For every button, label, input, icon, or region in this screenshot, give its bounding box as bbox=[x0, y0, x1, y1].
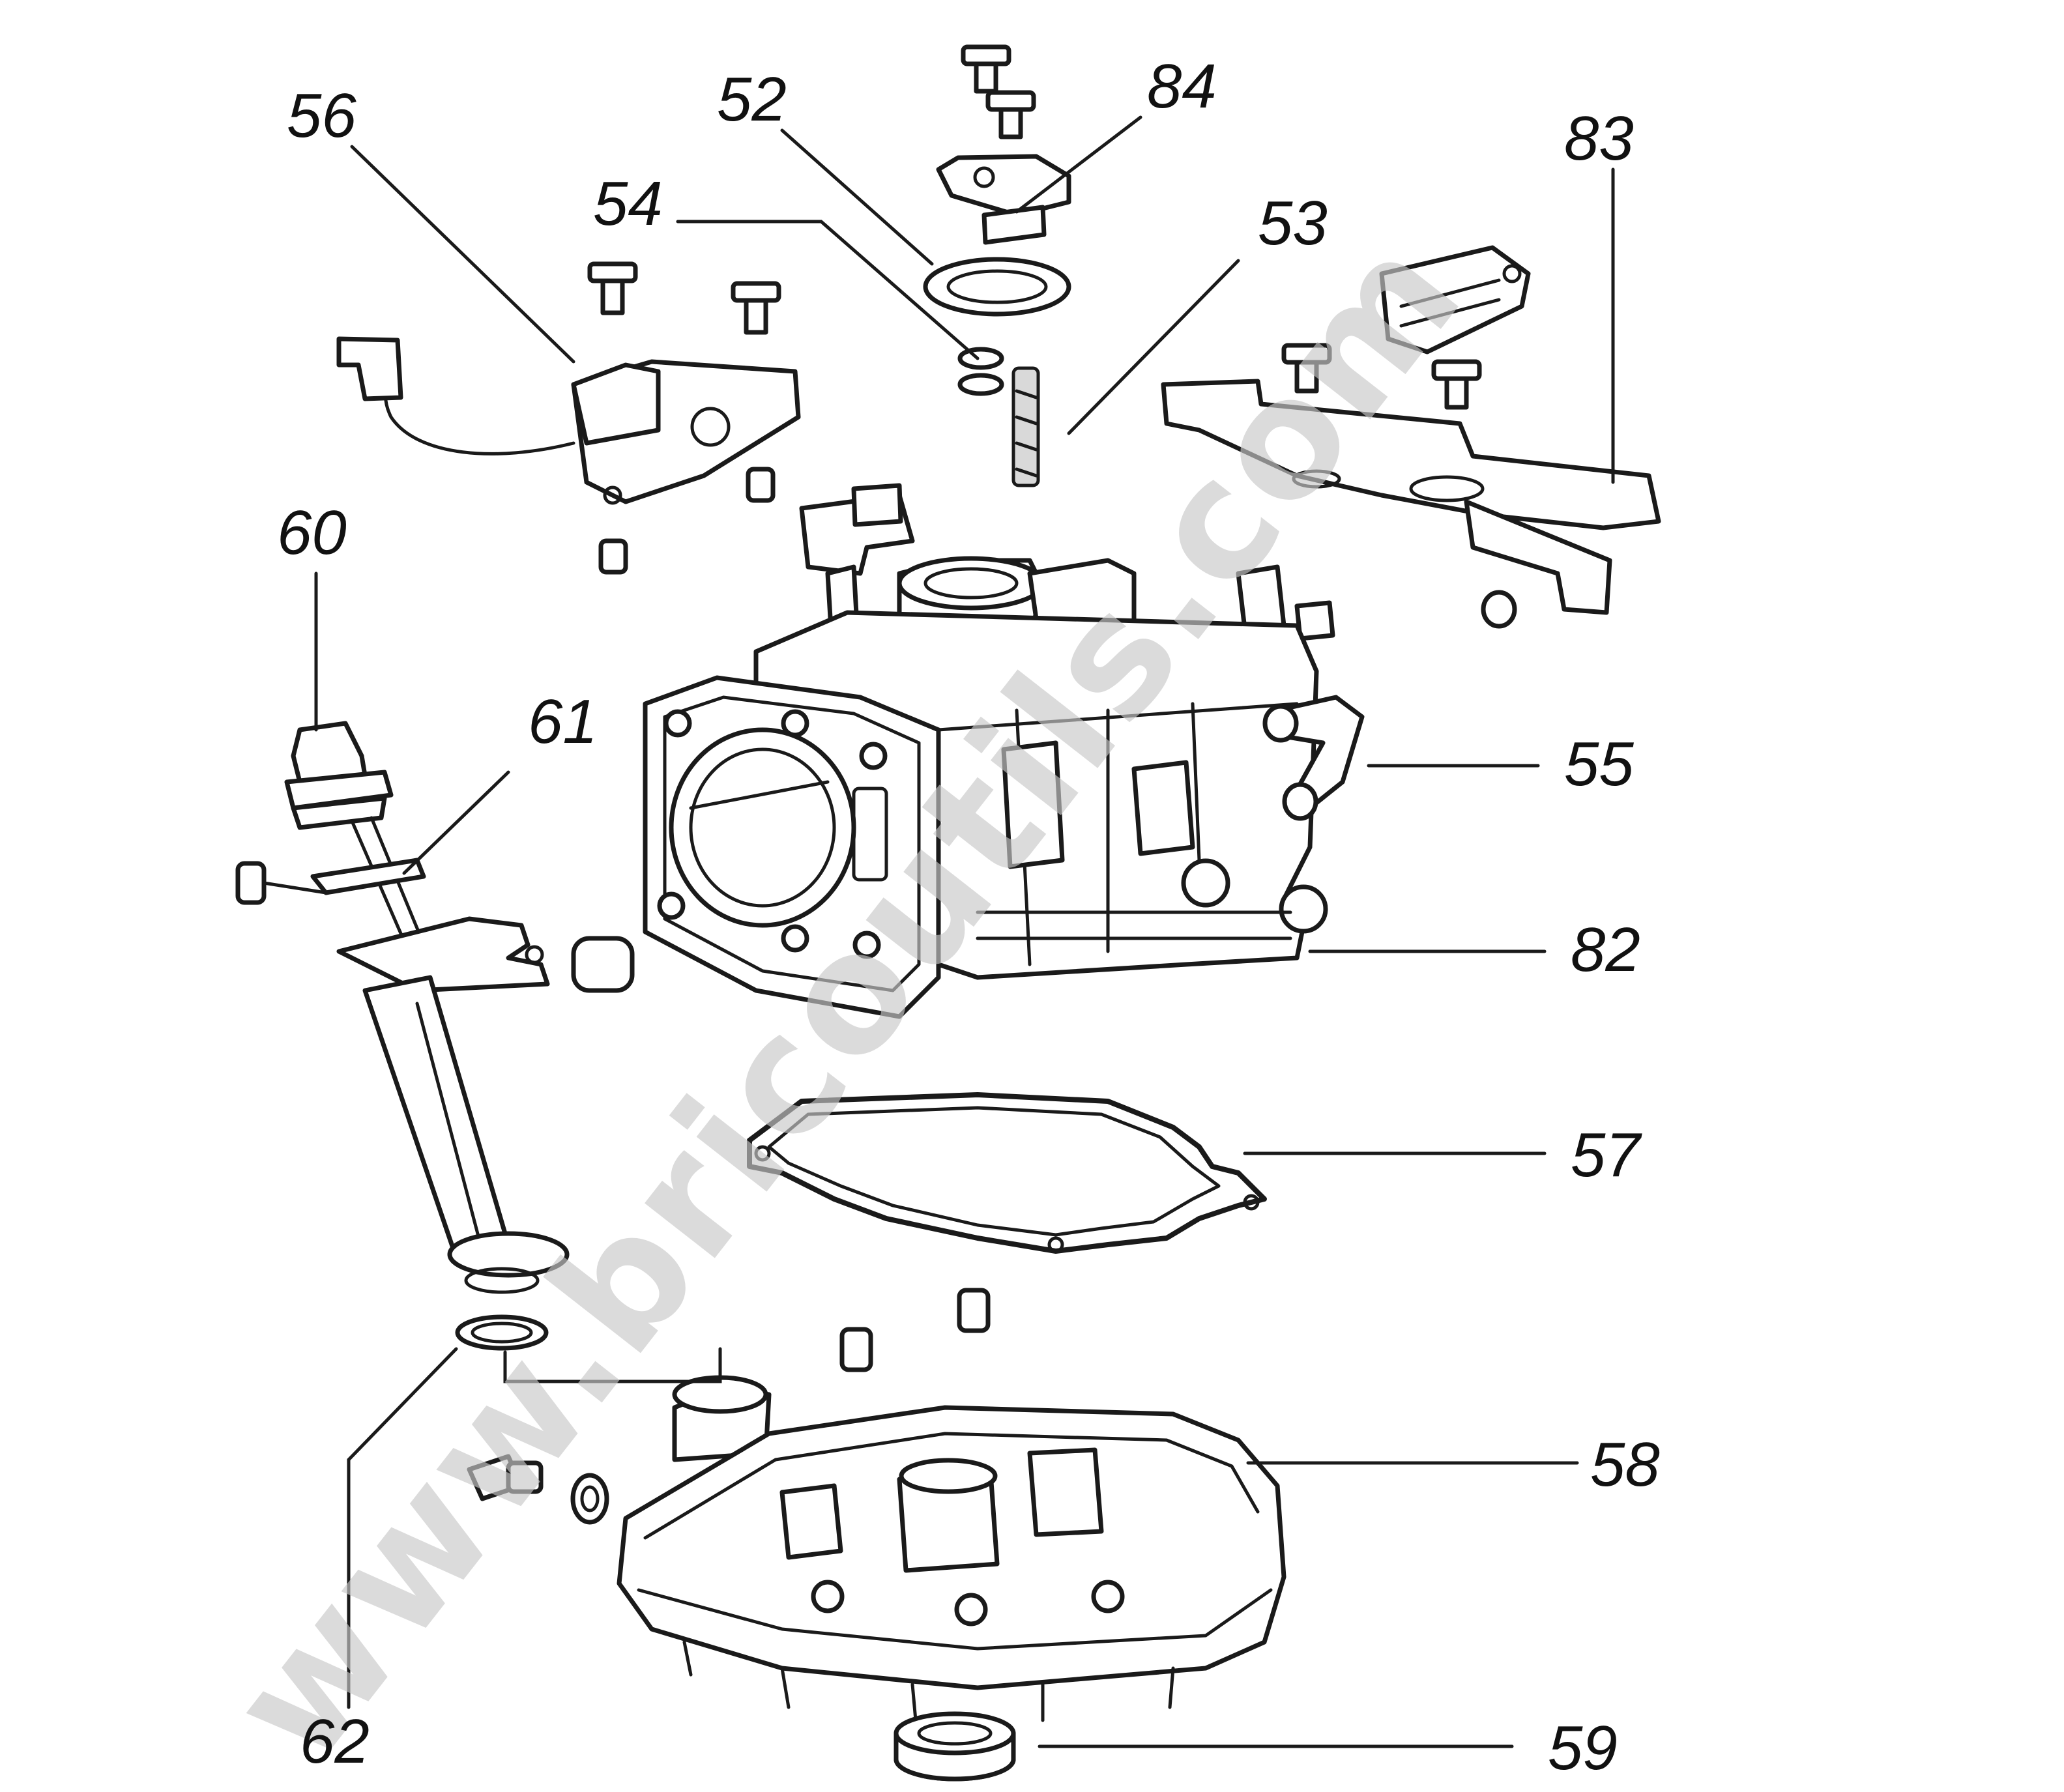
leader-56 bbox=[350, 145, 575, 364]
callout-58: 58 bbox=[1590, 1430, 1660, 1499]
callout-54: 54 bbox=[593, 169, 663, 238]
part-55-breather-tube bbox=[1262, 695, 1365, 821]
dipstick-tube bbox=[336, 916, 635, 1294]
leader-84 bbox=[1015, 115, 1142, 214]
part-61-tube-bracket bbox=[235, 858, 426, 905]
callout-62: 62 bbox=[300, 1707, 370, 1776]
part-62-oring bbox=[455, 1314, 549, 1351]
callout-82: 82 bbox=[1571, 915, 1640, 985]
callout-59: 59 bbox=[1548, 1713, 1618, 1783]
leader-lines bbox=[314, 115, 1615, 1748]
callout-57: 57 bbox=[1571, 1120, 1642, 1190]
part-82-engine-block bbox=[643, 483, 1335, 1019]
callout-56: 56 bbox=[287, 81, 356, 151]
leader-61 bbox=[402, 770, 510, 875]
part-57-gasket bbox=[747, 1092, 1267, 1254]
leader-62 bbox=[347, 1347, 458, 1709]
part-54-orings bbox=[957, 347, 1004, 396]
callout-84: 84 bbox=[1147, 51, 1217, 121]
part-60-dipstick bbox=[284, 721, 435, 973]
part-59-oil-seal bbox=[894, 1711, 1016, 1782]
drain-plug bbox=[467, 1454, 609, 1525]
callout-83: 83 bbox=[1564, 104, 1634, 173]
part-56-sensor-bracket bbox=[336, 261, 801, 505]
part-84-bracket bbox=[936, 44, 1071, 245]
part-83-shroud-plate bbox=[1161, 245, 1661, 629]
callout-60: 60 bbox=[277, 498, 347, 568]
callout-labels: 56 52 54 84 53 83 60 61 55 82 57 58 59 6… bbox=[277, 51, 1660, 1783]
part-58-crankcase-cover bbox=[617, 1375, 1286, 1722]
dowel-pins-lower bbox=[839, 1288, 991, 1372]
callout-53: 53 bbox=[1258, 188, 1328, 258]
callout-52: 52 bbox=[717, 65, 787, 134]
leader-52 bbox=[780, 128, 934, 266]
callout-61: 61 bbox=[528, 687, 598, 757]
leader-62-to-cover bbox=[503, 1347, 722, 1383]
part-53-spring bbox=[1011, 366, 1040, 487]
part-52-gasket bbox=[923, 257, 1071, 317]
callout-55: 55 bbox=[1564, 729, 1634, 799]
leader-54 bbox=[676, 220, 980, 360]
leader-53 bbox=[1067, 259, 1240, 435]
dowel-pins-upper bbox=[598, 467, 776, 575]
